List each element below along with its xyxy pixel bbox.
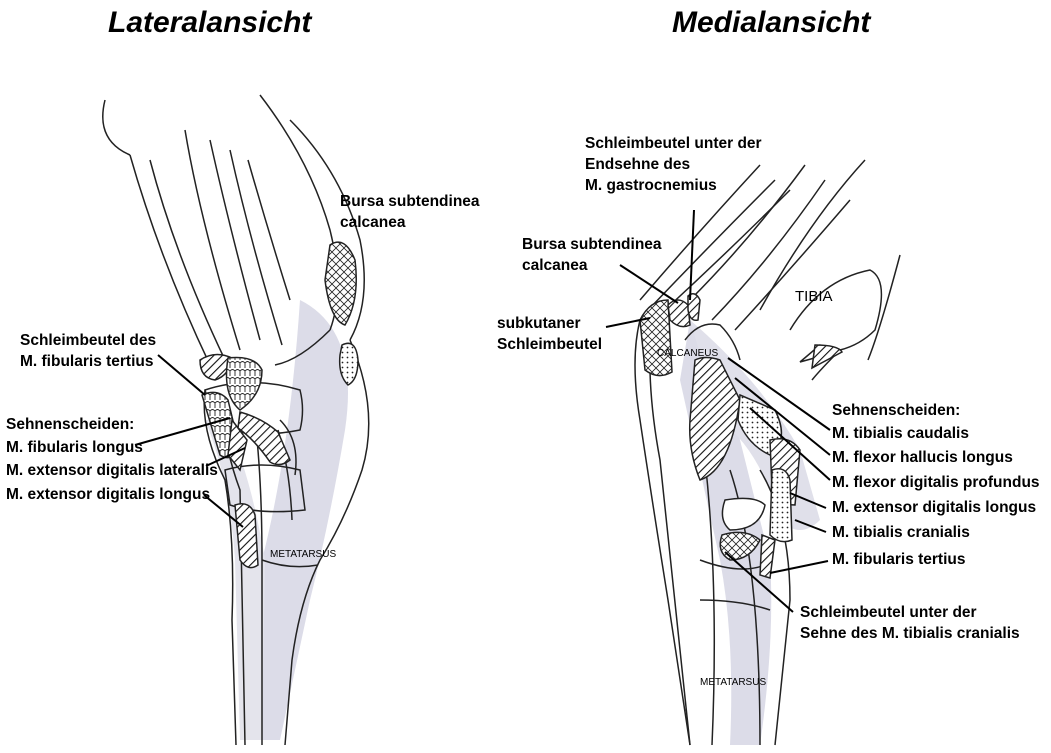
label-lateral-bursa-subtendinea: Bursa subtendinea calcanea xyxy=(340,191,480,233)
label-lateral-fibularis-longus: M. fibularis longus xyxy=(6,437,143,458)
label-lateral-sehnenscheiden: Sehnenscheiden: xyxy=(6,414,134,435)
label-medial-ext-dig-longus: M. extensor digitalis longus xyxy=(832,497,1036,518)
label-lateral-ext-dig-lateralis: M. extensor digitalis lateralis xyxy=(6,460,218,481)
label-medial-tibialis-cranialis: M. tibialis cranialis xyxy=(832,522,970,543)
label-medial-subkutaner: subkutaner Schleimbeutel xyxy=(497,313,602,355)
label-medial-schleimbeutel-tibialis: Schleimbeutel unter der Sehne des M. tib… xyxy=(800,602,1020,644)
label-medial-bursa-subtendinea: Bursa subtendinea calcanea xyxy=(522,234,662,276)
label-medial-flexor-dig-prof: M. flexor digitalis profundus xyxy=(832,472,1040,493)
label-lateral-ext-dig-longus: M. extensor digitalis longus xyxy=(6,484,210,505)
lateral-bursa-subtendinea-calcanea xyxy=(325,242,356,325)
label-medial-tibialis-caudalis: M. tibialis caudalis xyxy=(832,423,969,444)
label-medial-calcaneus: CALCANEUS xyxy=(657,348,718,359)
label-medial-tibia: TIBIA xyxy=(795,288,833,305)
label-medial-flexor-hallucis: M. flexor hallucis longus xyxy=(832,447,1013,468)
label-medial-fibularis-tertius: M. fibularis tertius xyxy=(832,549,966,570)
lateral-leg-drawing xyxy=(103,95,369,745)
label-lateral-metatarsus: METATARSUS xyxy=(270,549,336,560)
label-medial-schleimbeutel-gastrocnemius: Schleimbeutel unter der Endsehne des M. … xyxy=(585,133,762,196)
label-lateral-schleimbeutel-fibularis: Schleimbeutel des M. fibularis tertius xyxy=(20,330,156,372)
medial-bursa-subtendinea xyxy=(668,300,690,327)
lateral-sheath-fibularis-longus xyxy=(227,358,263,411)
medial-subkutaner-schleimbeutel xyxy=(640,300,672,376)
medial-sheath-ext-dig-longus xyxy=(770,469,792,542)
medial-tibia-hatch xyxy=(812,345,842,368)
lateral-view-title: Lateralansicht xyxy=(108,6,311,40)
label-medial-sehnenscheiden: Sehnenscheiden: xyxy=(832,400,960,421)
medial-view-title: Medialansicht xyxy=(672,6,870,40)
label-medial-metatarsus: METATARSUS xyxy=(700,677,766,688)
